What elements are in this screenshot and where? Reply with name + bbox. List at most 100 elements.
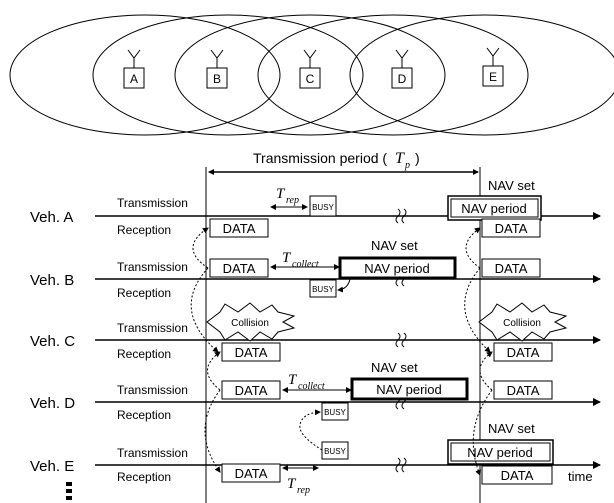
coverage-ellipse-e <box>349 14 614 136</box>
data-box <box>209 258 269 278</box>
coverage-ellipse-a <box>9 14 281 136</box>
vehicle-d: D <box>391 49 413 89</box>
nav-period-label: NAV period <box>467 445 533 460</box>
nav-period-box <box>338 256 457 280</box>
propagation-arrow <box>207 351 221 391</box>
data-box <box>481 258 541 278</box>
coverage-range-group <box>9 14 614 136</box>
veh-c-events: Collision DATA Collision DATA <box>206 302 568 362</box>
t-collect-symbol: T <box>282 250 292 266</box>
row-labels: Veh. A Transmission Reception Veh. B Tra… <box>30 196 188 484</box>
nav-period-box <box>447 439 554 465</box>
collision-burst <box>206 302 296 342</box>
data-label: DATA <box>507 345 540 360</box>
vehicle-box <box>299 67 321 89</box>
vehicle-box <box>206 67 228 89</box>
veh-b-label: Veh. B <box>30 272 74 289</box>
propagation-arrow <box>464 267 491 353</box>
time-axis-label: time <box>568 469 593 484</box>
vehicle-letter: A <box>130 72 138 86</box>
vehicle-b: B <box>206 49 228 89</box>
veh-e-events: BUSY DATA T rep NAV set NAV period DATA … <box>221 409 593 496</box>
data-box <box>221 463 281 483</box>
busy-box <box>321 441 349 460</box>
veh-b-events: DATA T collect NAV set NAV period BUSY D… <box>209 238 541 298</box>
data-label: DATA <box>235 466 268 481</box>
data-box <box>481 218 541 238</box>
nav-period-box <box>447 195 542 221</box>
propagation-arrow <box>192 227 209 269</box>
data-label: DATA <box>507 383 540 398</box>
nav-period-inner <box>450 198 539 218</box>
data-label: DATA <box>223 221 256 236</box>
propagation-arrow <box>204 389 221 473</box>
antenna-icon <box>486 47 500 66</box>
nav-set-label: NAV set <box>371 238 418 253</box>
vehicle-letter: E <box>489 70 497 84</box>
coverage-ellipse-d <box>257 14 529 136</box>
vehicle-box <box>123 67 145 89</box>
veh-d-events: DATA T collect NAV set NAV period BUSY D… <box>221 360 553 421</box>
antenna-icon <box>303 49 317 68</box>
continuation-dot <box>66 482 72 486</box>
veh-e-tx: Transmission <box>117 446 188 460</box>
busy-label: BUSY <box>324 447 346 456</box>
data-box <box>221 380 281 400</box>
propagation-arrow <box>472 389 493 476</box>
coverage-ellipse-b <box>92 14 364 136</box>
busy-to-nav-arrow <box>337 278 351 293</box>
t-collect-subscript: collect <box>292 259 319 270</box>
antenna-icon <box>395 49 409 68</box>
data-label: DATA <box>235 383 268 398</box>
veh-c-label: Veh. C <box>30 333 75 350</box>
tp-subscript: p <box>404 160 410 171</box>
nav-set-label: NAV set <box>371 360 418 375</box>
transmission-period-header: Transmission period ( T p ) <box>205 150 481 503</box>
busy-box <box>309 279 337 298</box>
t-collect-subscript: collect <box>298 381 325 392</box>
t-rep-symbol: T <box>276 186 286 202</box>
collision-label: Collision <box>231 318 269 329</box>
tp-close-paren: ) <box>415 150 420 166</box>
veh-a-events: DATA BUSY T rep NAV set NAV period DATA <box>209 178 542 238</box>
nav-period-inner <box>450 442 551 462</box>
busy-box <box>309 195 337 217</box>
vehicle-box <box>482 65 504 87</box>
nav-set-label: NAV set <box>488 421 535 436</box>
break-mark <box>395 457 407 473</box>
data-label: DATA <box>235 345 268 360</box>
propagation-arrow <box>465 227 481 269</box>
busy-label: BUSY <box>312 203 334 212</box>
data-box <box>209 218 269 238</box>
nav-period-box <box>350 377 469 401</box>
nav-set-label: NAV set <box>488 178 535 193</box>
busy-label: BUSY <box>312 285 334 294</box>
data-label: DATA <box>501 468 534 483</box>
busy-box <box>321 402 349 421</box>
busy-label: BUSY <box>324 408 346 417</box>
data-box <box>481 465 553 485</box>
vehicle-c: C <box>299 49 321 89</box>
continuation-dots <box>66 482 72 500</box>
veh-c-rx: Reception <box>117 347 171 361</box>
data-label: DATA <box>223 261 256 276</box>
veh-e-rx: Reception <box>117 470 171 484</box>
break-mark <box>395 332 407 348</box>
veh-b-rx: Reception <box>117 286 171 300</box>
veh-d-label: Veh. D <box>30 395 75 412</box>
data-box <box>221 342 281 362</box>
vehicle-letter: D <box>398 72 407 86</box>
continuation-dot <box>66 489 72 493</box>
collision-burst <box>478 302 568 342</box>
busy-link-arrow <box>299 409 323 451</box>
veh-c-tx: Transmission <box>117 321 188 335</box>
continuation-dot <box>66 496 72 500</box>
veh-a-tx: Transmission <box>117 196 188 210</box>
t-rep-subscript: rep <box>286 195 299 206</box>
propagation-arrows-second <box>464 227 493 476</box>
nav-period-label: NAV period <box>461 201 527 216</box>
antenna-icon <box>210 49 224 68</box>
break-mark <box>395 208 407 224</box>
vehicle-letter: C <box>306 72 315 86</box>
